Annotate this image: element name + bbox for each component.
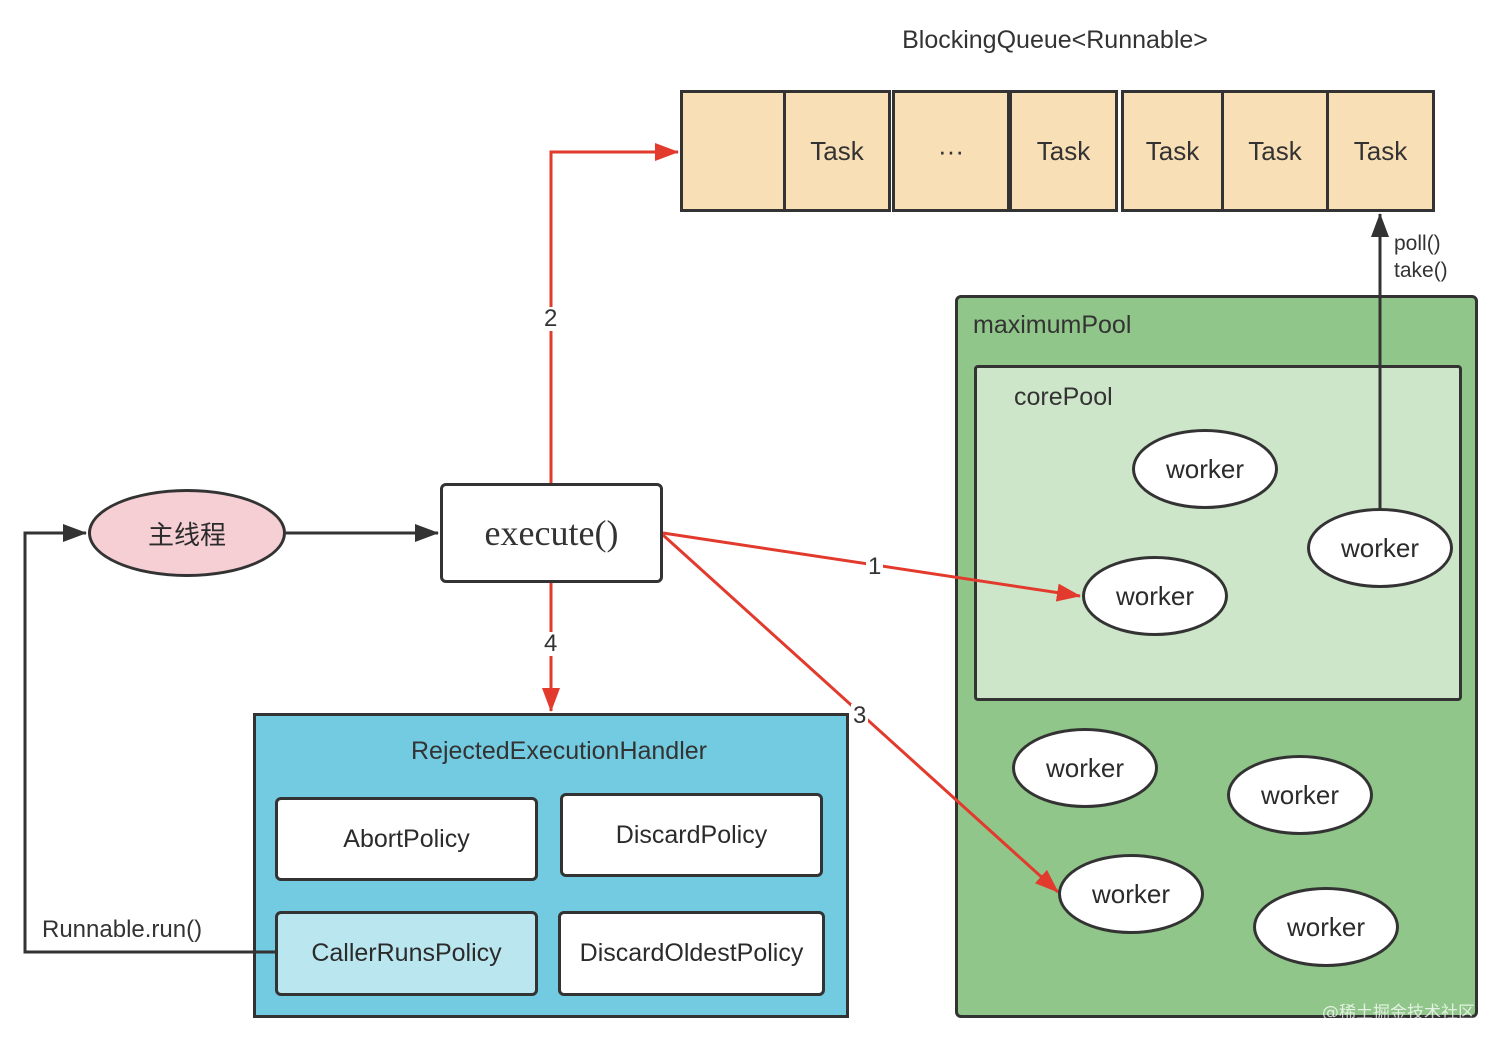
blocking-queue-title: BlockingQueue<Runnable> xyxy=(902,26,1208,54)
caller-runs-policy-box: CallerRunsPolicy xyxy=(275,911,538,996)
poll-label: poll() xyxy=(1394,232,1441,255)
queue-cell-task: Task xyxy=(1009,90,1118,212)
core-worker: worker xyxy=(1132,429,1278,509)
queue-cell-empty xyxy=(680,90,786,212)
edge-label-step-2: 2 xyxy=(542,305,560,332)
poll-take-label: poll() take() xyxy=(1394,230,1448,284)
discard-policy-box: DiscardPolicy xyxy=(560,793,823,877)
main-thread-node: 主线程 xyxy=(88,489,286,577)
watermark: @稀土掘金技术社区 xyxy=(1322,1003,1475,1023)
runnable-run-label: Runnable.run() xyxy=(42,916,203,943)
max-worker-target: worker xyxy=(1058,854,1204,934)
core-worker-target: worker xyxy=(1082,556,1228,636)
queue-cell-task: Task xyxy=(1121,90,1224,212)
queue-cell-ellipsis: ··· xyxy=(892,90,1010,212)
max-worker: worker xyxy=(1227,755,1373,835)
maximum-pool-label: maximumPool xyxy=(973,311,1132,339)
edge-step-2 xyxy=(549,143,679,483)
take-label: take() xyxy=(1394,259,1448,282)
rejected-execution-handler-title: RejectedExecutionHandler xyxy=(410,737,707,765)
core-worker-polling: worker xyxy=(1307,508,1453,588)
edge-label-step-4: 4 xyxy=(542,630,560,657)
max-worker: worker xyxy=(1012,728,1158,808)
core-pool-label: corePool xyxy=(1014,383,1113,411)
queue-cell-task: Task xyxy=(783,90,891,212)
max-worker: worker xyxy=(1253,887,1399,967)
edge-label-step-3: 3 xyxy=(851,702,869,729)
queue-cell-task: Task xyxy=(1221,90,1329,212)
edge-label-step-1: 1 xyxy=(866,553,884,580)
abort-policy-box: AbortPolicy xyxy=(275,797,538,881)
edge-callerruns-to-mainthread xyxy=(23,524,276,954)
queue-cell-task: Task xyxy=(1326,90,1435,212)
discard-oldest-policy-box: DiscardOldestPolicy xyxy=(558,911,825,996)
execute-node: execute() xyxy=(440,483,663,583)
